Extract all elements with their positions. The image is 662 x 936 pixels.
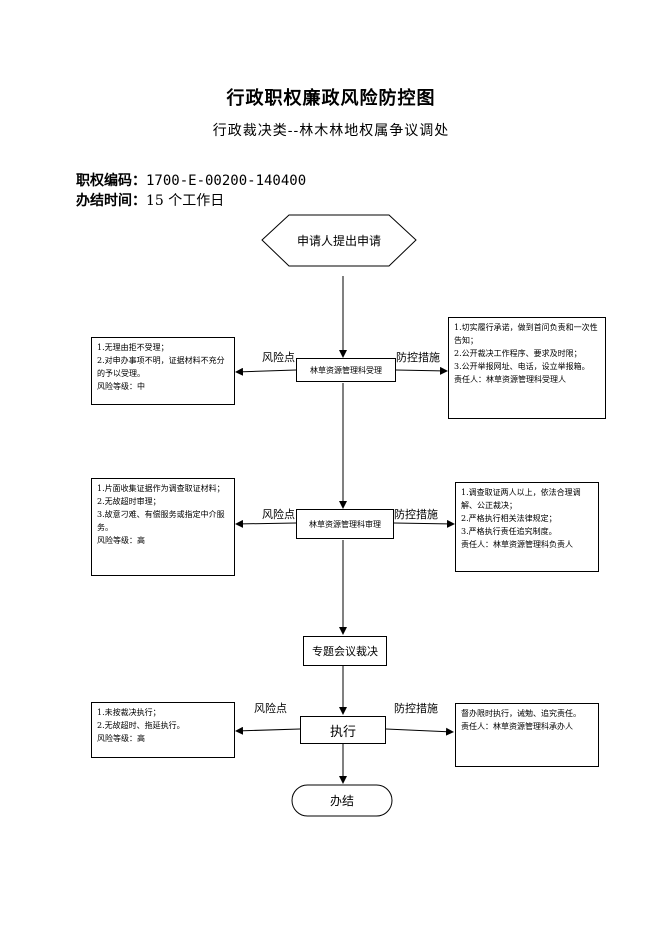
arrow-step1-control — [395, 366, 448, 375]
control-label-1: 防控措施 — [396, 351, 440, 364]
step-review: 林草资源管理科审理 — [296, 509, 394, 539]
risk-level: 风险等级：中 — [97, 382, 145, 391]
risk-box-execute: 1.未按裁决执行； 2.无故超时、拖延执行。 风险等级：高 — [91, 702, 235, 758]
control-item: 3.严格执行责任追究制度。 — [461, 527, 557, 536]
page-subtitle: 行政裁决类--林木林地权属争议调处 — [212, 123, 450, 139]
control-item: 2.公开裁决工作程序、要求及时限； — [454, 349, 582, 358]
start-node-label: 申请人提出申请 — [296, 234, 381, 248]
risk-item: 1.片面收集证据作为调查取证材料； — [97, 484, 225, 493]
control-item: 督办限时执行，诫勉、追究责任。 — [461, 709, 581, 718]
step-meeting-decision: 专题会议裁决 — [303, 636, 387, 666]
control-box-accept: 1.切实履行承诺，做到首问负责和一次性告知； 2.公开裁决工作程序、要求及时限；… — [448, 317, 606, 419]
arrow-step1-risk — [235, 367, 297, 376]
page-title: 行政职权廉政风险防控图 — [226, 88, 436, 109]
control-item: 2.严格执行相关法律规定； — [461, 514, 557, 523]
completion-time-label: 办结时间： — [76, 193, 146, 209]
authority-code-label: 职权编码： — [76, 173, 146, 189]
end-terminator — [291, 784, 393, 817]
control-box-execute: 督办限时执行，诫勉、追究责任。 责任人：林草资源管理科承办人 — [455, 703, 599, 767]
end-node-label: 办结 — [329, 794, 354, 808]
control-label-3: 防控措施 — [394, 702, 438, 715]
arrow-step4-control — [385, 727, 454, 736]
risk-item: 2.无故超时、拖延执行。 — [97, 721, 185, 730]
completion-time-value: 15 个工作日 — [146, 193, 225, 209]
step-accept: 林草资源管理科受理 — [296, 358, 396, 382]
control-item: 1.调查取证两人以上，依法合理调解、公正裁决； — [461, 488, 581, 510]
risk-item: 2.对申办事项不明，证据材料不充分的予以受理。 — [97, 356, 225, 378]
arrow-step2-risk — [235, 519, 297, 528]
step-execute: 执行 — [300, 716, 386, 744]
start-hexagon — [261, 214, 417, 267]
control-item: 1.切实履行承诺，做到首问负责和一次性告知； — [454, 323, 598, 345]
risk-label-3: 风险点 — [254, 702, 287, 715]
arrow-step2-control — [393, 519, 455, 528]
control-owner: 责任人：林草资源管理科受理人 — [454, 375, 566, 384]
risk-item: 2.无故超时审理； — [97, 497, 161, 506]
control-label-2: 防控措施 — [394, 508, 438, 521]
control-owner: 责任人：林草资源管理科承办人 — [461, 722, 573, 731]
risk-level: 风险等级：高 — [97, 734, 145, 743]
authority-code: 职权编码：1700-E-00200-140400 — [76, 170, 306, 190]
control-owner: 责任人：林草资源管理科负责人 — [461, 540, 573, 549]
risk-item: 3.故意刁难、有偿服务或指定中介服务。 — [97, 510, 225, 532]
risk-box-review: 1.片面收集证据作为调查取证材料； 2.无故超时审理； 3.故意刁难、有偿服务或… — [91, 478, 235, 576]
risk-item: 1.未按裁决执行； — [97, 708, 161, 717]
completion-time: 办结时间：15 个工作日 — [76, 190, 224, 210]
control-item: 3.公开举报网址、电话，设立举报箱。 — [454, 362, 590, 371]
control-box-review: 1.调查取证两人以上，依法合理调解、公正裁决； 2.严格执行相关法律规定； 3.… — [455, 482, 599, 572]
arrow-step4-risk — [235, 726, 301, 735]
authority-code-value: 1700-E-00200-140400 — [146, 173, 307, 189]
risk-box-accept: 1.无理由拒不受理； 2.对申办事项不明，证据材料不充分的予以受理。 风险等级：… — [91, 337, 235, 405]
risk-label-1: 风险点 — [262, 351, 295, 364]
risk-label-2: 风险点 — [262, 508, 295, 521]
risk-item: 1.无理由拒不受理； — [97, 343, 169, 352]
risk-level: 风险等级：高 — [97, 536, 145, 545]
